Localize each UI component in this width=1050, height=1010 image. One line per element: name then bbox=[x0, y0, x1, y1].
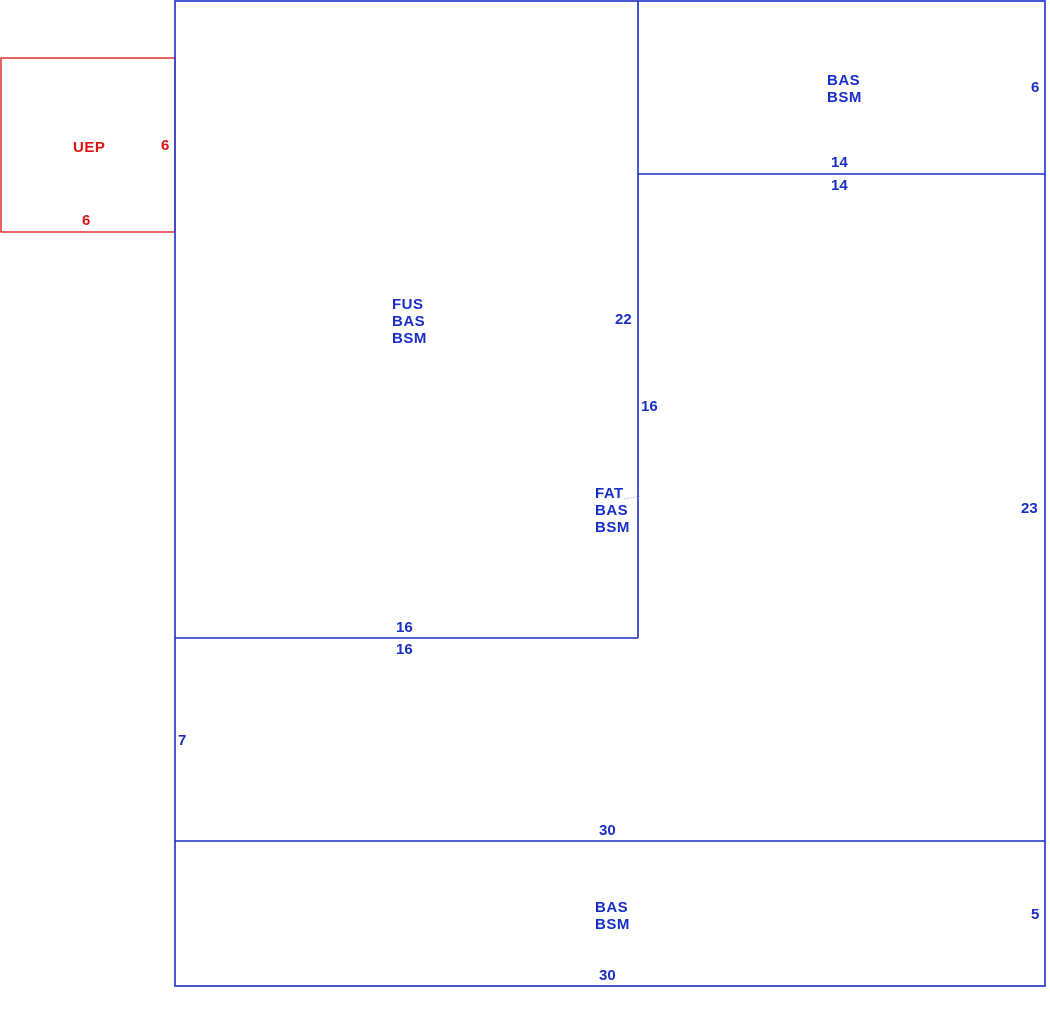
plan-walls bbox=[174, 0, 1046, 987]
dimension-uep-right: 6 bbox=[161, 137, 169, 154]
dimension-top-right-right: 6 bbox=[1031, 79, 1039, 96]
room-label-top-right: BAS BSM bbox=[827, 72, 865, 106]
room-label-bottom: BAS BSM bbox=[595, 899, 633, 933]
dimension-uep-bottom: 6 bbox=[82, 212, 90, 229]
dimension-mid-right-top: 14 bbox=[831, 177, 848, 194]
dimension-fus-bottom: 16 bbox=[396, 619, 413, 636]
dimension-lower-left: 7 bbox=[178, 732, 186, 749]
room-label-uep: UEP bbox=[73, 139, 105, 156]
room-label-fus: FUS BAS BSM bbox=[392, 296, 430, 347]
room-label-fat: FAT BAS BSM bbox=[595, 485, 633, 536]
dimension-bottom-bottom: 30 bbox=[599, 967, 616, 984]
dimension-mid-right: 23 bbox=[1021, 500, 1038, 517]
outer-boundary bbox=[174, 0, 1046, 987]
dimension-mid-left: 16 bbox=[641, 398, 658, 415]
dimension-top-right-bottom: 14 bbox=[831, 154, 848, 171]
dimension-lower-bottom: 30 bbox=[599, 822, 616, 839]
dimension-lower-top: 16 bbox=[396, 641, 413, 658]
dimension-bottom-right: 5 bbox=[1031, 906, 1039, 923]
dimension-fus-right: 22 bbox=[615, 311, 632, 328]
